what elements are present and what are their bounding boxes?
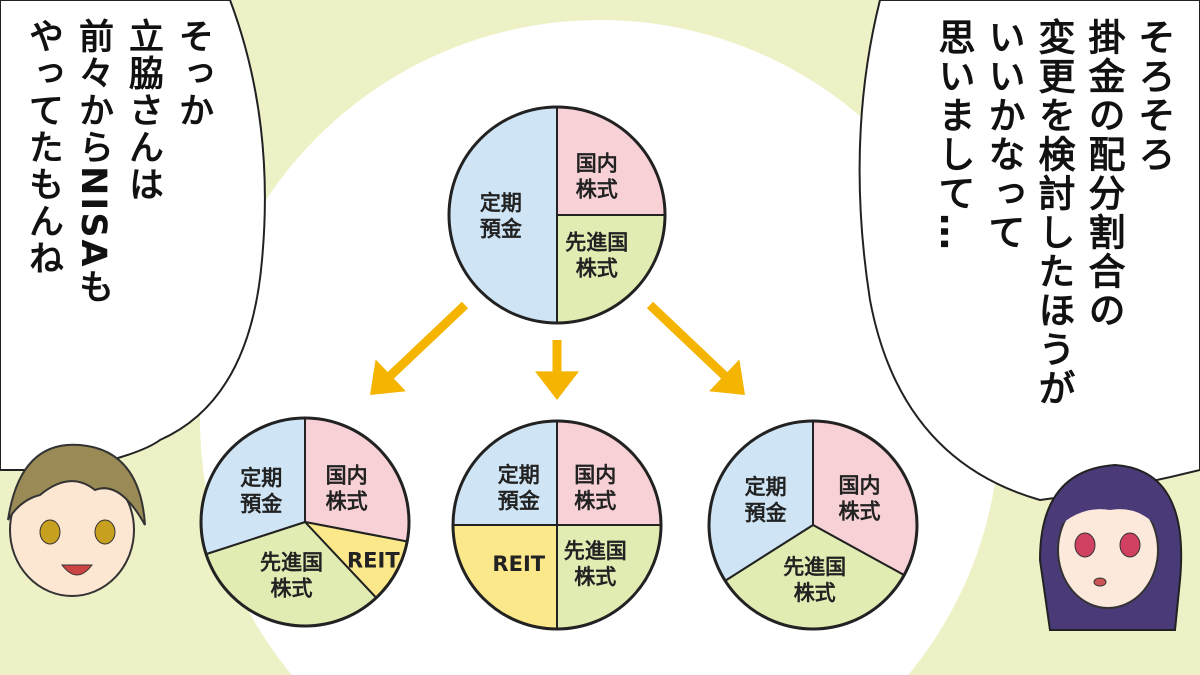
speech-line: 変更を検討したほうが xyxy=(1028,18,1078,408)
pie-label-line: 株式 xyxy=(326,490,368,514)
pie-label-line: 株式 xyxy=(576,177,618,201)
pie-label-line: 定期 xyxy=(240,466,282,490)
pie-label-line: 株式 xyxy=(576,257,618,281)
pie-label-developed: 先進国株式 xyxy=(783,555,846,605)
pie-label-line: 株式 xyxy=(574,565,616,589)
pie-outline xyxy=(199,416,411,628)
speech-line: 立脇さんは xyxy=(123,18,163,203)
pie-label-line: 定期 xyxy=(745,475,787,499)
pie-label-reit: REIT xyxy=(347,549,400,573)
speech-text-right: そろそろ 掛金の配分割合の 変更を検討したほうが いいかなって 思いまして… xyxy=(928,18,1178,408)
pie-label-deposit: 定期預金 xyxy=(498,463,541,513)
pie-label-line: 先進国 xyxy=(783,555,846,579)
pie-label-developed: 先進国株式 xyxy=(565,231,628,281)
pie-label-domestic: 国内株式 xyxy=(839,473,881,523)
pie-label-line: 株式 xyxy=(574,489,616,513)
pie-label-line: 国内 xyxy=(576,151,618,175)
pie-label-deposit: 定期預金 xyxy=(480,191,523,241)
pie-label-domestic: 国内株式 xyxy=(576,151,618,201)
speech-line: いいかなって xyxy=(982,18,1025,252)
pie-label-reit: REIT xyxy=(492,552,545,576)
pie-label-line: 国内 xyxy=(574,463,616,487)
speech-bubble-left xyxy=(0,0,266,471)
pie-label-line: 定期 xyxy=(480,191,522,215)
pie-label-line: 株式 xyxy=(271,576,313,600)
pie-label-line: 先進国 xyxy=(260,550,323,574)
pie-charts: 国内株式先進国株式定期預金国内株式REIT先進国株式定期預金国内株式先進国株式R… xyxy=(199,105,919,631)
speech-line: やってたもんね xyxy=(23,18,63,277)
speech-line: そろそろ xyxy=(1132,18,1175,174)
pie-label-line: 先進国 xyxy=(564,539,627,563)
pie-label-line: 先進国 xyxy=(565,231,628,255)
boy-character xyxy=(7,443,146,597)
pie-label-line: 預金 xyxy=(480,217,523,241)
pie-outline xyxy=(447,105,667,325)
speech-line: そっか xyxy=(173,18,213,129)
speech-text-left: そっか 立脇さんは 前々からNISAも やってたもんね xyxy=(18,18,218,306)
girl-character xyxy=(1038,463,1183,631)
pie-label-developed: 先進国株式 xyxy=(564,539,627,589)
arrow-head-icon xyxy=(370,359,406,395)
pie-label-domestic: 国内株式 xyxy=(574,463,616,513)
pie-label-line: 国内 xyxy=(839,473,881,497)
pie-label-domestic: 国内株式 xyxy=(326,464,368,514)
pie-outline xyxy=(451,419,663,631)
pie-label-deposit: 定期預金 xyxy=(240,466,283,516)
speech-line: 前々からNISAも xyxy=(73,18,113,306)
pie-label-line: 定期 xyxy=(498,463,540,487)
pie-label-line: 預金 xyxy=(745,501,788,525)
speech-line: 掛金の配分割合の xyxy=(1082,18,1125,330)
arrow-head-icon xyxy=(709,359,745,395)
speech-line: 思いまして… xyxy=(932,18,975,252)
pie-label-line: 株式 xyxy=(839,499,881,523)
pie-label-line: REIT xyxy=(347,549,400,573)
pie-label-developed: 先進国株式 xyxy=(260,550,323,600)
speech-line-bold: 変更を検討 xyxy=(1032,18,1075,213)
pie-label-line: REIT xyxy=(492,552,545,576)
pie-label-deposit: 定期預金 xyxy=(745,475,788,525)
pie-label-line: 国内 xyxy=(326,464,368,488)
pie-label-line: 預金 xyxy=(240,492,283,516)
pie-outline xyxy=(707,419,919,631)
arrows xyxy=(370,301,745,400)
arrow-head-icon xyxy=(535,371,579,400)
pie-label-line: 預金 xyxy=(498,489,541,513)
pie-label-line: 株式 xyxy=(794,581,836,605)
arrow-shaft xyxy=(379,301,469,386)
speech-line-rest: したほうが xyxy=(1032,213,1075,408)
arrow-shaft xyxy=(646,301,736,386)
